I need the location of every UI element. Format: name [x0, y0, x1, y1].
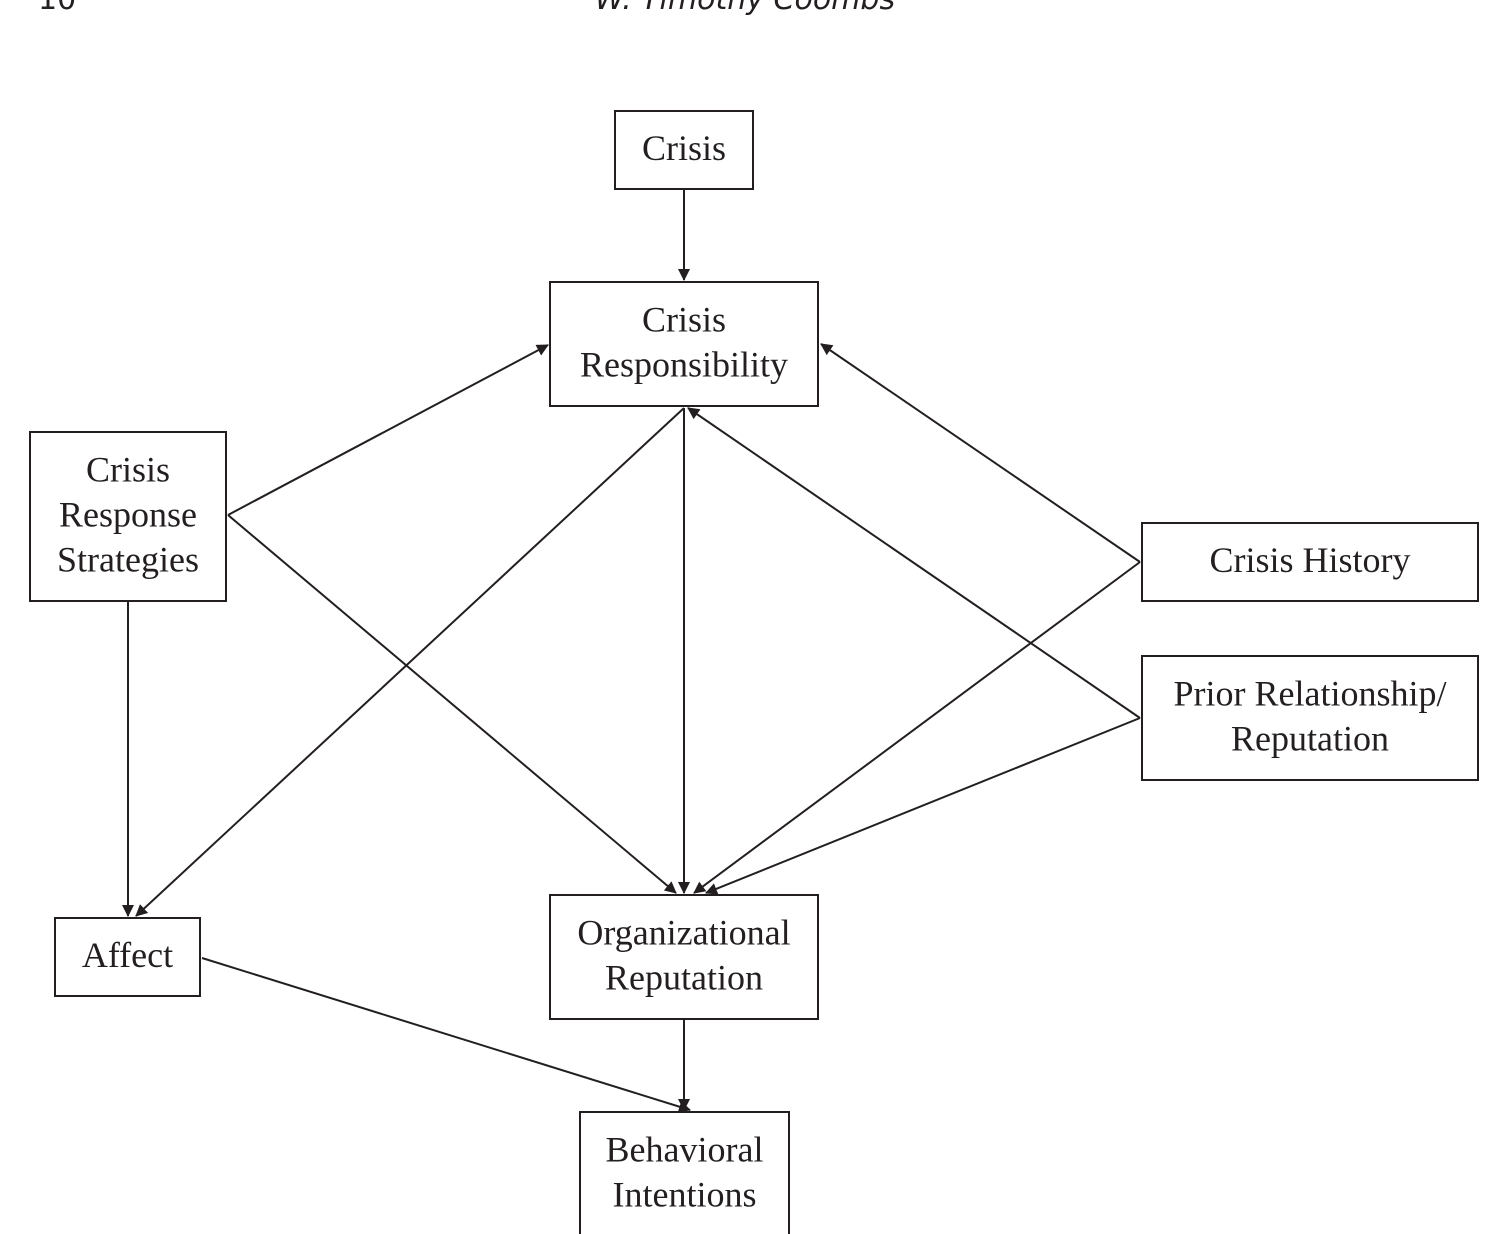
page-header: 10 W. Timothy Coombs	[0, 0, 1490, 22]
node-box-intentions	[579, 1111, 790, 1234]
node-box-prior	[1141, 655, 1479, 781]
node-box-affect	[54, 917, 201, 997]
page-number: 10	[38, 0, 76, 17]
node-box-responsibility	[549, 281, 819, 407]
running-head: W. Timothy Coombs	[0, 0, 1490, 17]
node-label-responsibility: Responsibility	[580, 344, 788, 384]
node-label-prior: Prior Relationship/	[1174, 673, 1447, 713]
arrow-responsibility-to-affect	[135, 407, 685, 917]
node-label-strategies: Response	[59, 494, 197, 534]
arrow-strategies-to-reputation	[227, 514, 677, 894]
node-box-strategies	[29, 431, 227, 602]
arrow-prior-to-responsibility	[687, 407, 1141, 719]
node-label-prior: Reputation	[1231, 718, 1389, 758]
node-label-reputation: Reputation	[605, 957, 763, 997]
edges-layer	[122, 189, 1141, 1113]
node-label-affect: Affect	[82, 935, 173, 975]
arrow-affect-to-intentions	[201, 957, 691, 1113]
node-box-history	[1141, 522, 1479, 602]
node-label-strategies: Crisis	[86, 449, 170, 489]
node-label-responsibility: Crisis	[642, 299, 726, 339]
node-label-strategies: Strategies	[57, 539, 199, 579]
node-affect: Affect	[54, 917, 201, 997]
arrow-prior-to-reputation	[705, 717, 1141, 895]
node-label-history: Crisis History	[1209, 540, 1410, 580]
node-box-reputation	[549, 894, 819, 1020]
node-box-crisis	[614, 110, 754, 190]
node-label-crisis: Crisis	[642, 128, 726, 168]
node-label-intentions: Behavioral	[606, 1129, 764, 1169]
node-prior: Prior Relationship/Reputation	[1141, 655, 1479, 781]
node-label-reputation: Organizational	[577, 912, 790, 952]
arrow-strategies-to-responsibility	[227, 344, 549, 516]
node-crisis: Crisis	[614, 110, 754, 190]
arrow-history-to-responsibility	[820, 343, 1141, 563]
nodes-layer: CrisisCrisisResponsibilityCrisisResponse…	[29, 110, 1479, 1234]
node-label-intentions: Intentions	[613, 1174, 757, 1214]
arrow-history-to-reputation	[693, 561, 1141, 894]
node-history: Crisis History	[1141, 522, 1479, 602]
